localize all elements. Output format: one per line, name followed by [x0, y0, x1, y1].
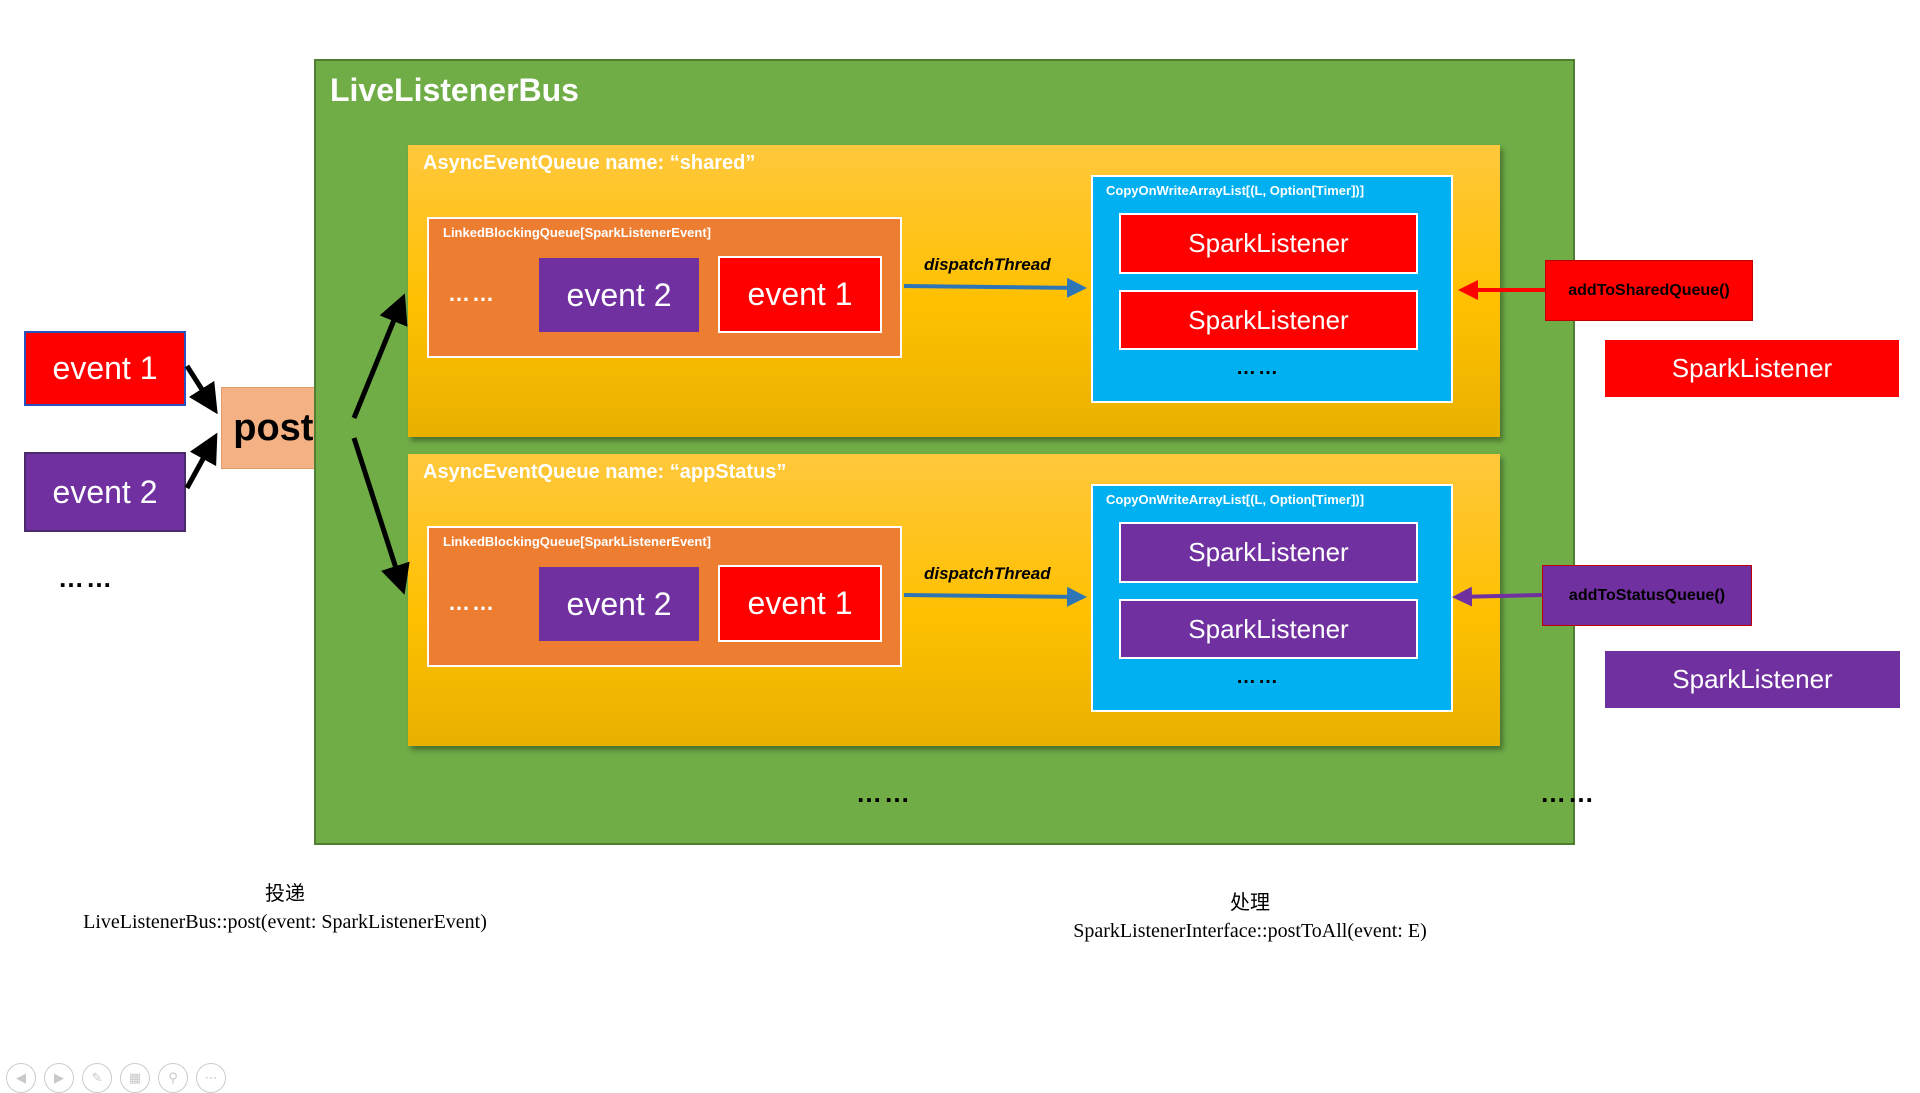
queued-event-2-shared: event 2: [539, 258, 699, 332]
live-listener-bus-title: LiveListenerBus: [330, 72, 579, 108]
copy-on-write-list-appstatus-ellipsis: ……: [1236, 666, 1280, 688]
copy-on-write-list-appstatus-title: CopyOnWriteArrayList[(L, Option[Timer])]: [1106, 492, 1365, 507]
spark-listener-appstatus-1: SparkListener: [1119, 522, 1418, 583]
queued-event-1-shared: event 1: [718, 256, 882, 333]
add-to-status-queue-label: addToStatusQueue(): [1568, 586, 1726, 604]
dispatch-thread-label-appstatus: dispatchThread: [924, 564, 1051, 583]
post-caption: 投递 LiveListenerBus::post(event: SparkLis…: [40, 880, 530, 936]
spark-listener-shared-1-label: SparkListener: [1188, 228, 1349, 258]
spark-listener-shared-1: SparkListener: [1119, 213, 1418, 274]
dispatch-thread-label-shared: dispatchThread: [924, 255, 1051, 274]
more-listeners-ellipsis: ……: [1540, 778, 1596, 808]
slideshow-toolbar: ◀ ▶ ✎ ▦ ⚲ ⋯: [6, 1063, 226, 1093]
more-icon[interactable]: ⋯: [196, 1063, 226, 1093]
queued-event-1-appstatus-label: event 1: [747, 585, 853, 621]
add-to-shared-queue-box: addToSharedQueue(): [1545, 260, 1753, 321]
spark-listener-shared-2: SparkListener: [1119, 290, 1418, 350]
arrow-event1-to-post: [184, 364, 218, 415]
copy-on-write-list-shared-title: CopyOnWriteArrayList[(L, Option[Timer])]: [1106, 183, 1365, 198]
add-to-shared-queue-label: addToSharedQueue(): [1568, 281, 1730, 299]
external-spark-listener-purple-label: SparkListener: [1672, 664, 1833, 694]
incoming-events-ellipsis: ……: [58, 563, 114, 593]
more-queues-ellipsis: ……: [856, 778, 912, 808]
incoming-event-1: event 1: [24, 331, 186, 406]
queued-event-1-appstatus: event 1: [718, 565, 882, 642]
external-spark-listener-purple: SparkListener: [1605, 651, 1900, 708]
linked-blocking-queue-appstatus-ellipsis: ……: [448, 590, 496, 615]
pen-icon[interactable]: ✎: [82, 1063, 112, 1093]
queued-event-1-shared-label: event 1: [747, 276, 853, 312]
next-icon[interactable]: ▶: [44, 1063, 74, 1093]
copy-on-write-list-shared-ellipsis: ……: [1236, 357, 1280, 379]
slides-icon[interactable]: ▦: [120, 1063, 150, 1093]
async-event-queue-shared-title: AsyncEventQueue name: “shared”: [423, 152, 756, 174]
handle-caption-signature: SparkListenerInterface::postToAll(event:…: [1073, 920, 1427, 942]
arrow-event2-to-post: [184, 432, 218, 490]
async-event-queue-appstatus-title: AsyncEventQueue name: “appStatus”: [423, 461, 787, 483]
prev-icon[interactable]: ◀: [6, 1063, 36, 1093]
external-spark-listener-red: SparkListener: [1605, 340, 1899, 397]
incoming-event-2-label: event 2: [52, 473, 158, 510]
external-spark-listener-red-label: SparkListener: [1671, 353, 1833, 383]
incoming-event-1-label: event 1: [52, 350, 158, 386]
queued-event-2-appstatus-label: event 2: [566, 585, 672, 622]
spark-listener-appstatus-1-label: SparkListener: [1188, 537, 1349, 567]
spark-listener-appstatus-2-label: SparkListener: [1188, 613, 1349, 644]
linked-blocking-queue-shared-title: LinkedBlockingQueue[SparkListenerEvent]: [443, 225, 712, 240]
linked-blocking-queue-shared-ellipsis: ……: [448, 281, 496, 306]
handle-caption-zh: 处理: [1230, 892, 1270, 914]
spark-listener-appstatus-2: SparkListener: [1119, 599, 1418, 659]
post-caption-signature: LiveListenerBus::post(event: SparkListen…: [83, 911, 487, 933]
post-caption-zh: 投递: [265, 883, 305, 905]
zoom-icon[interactable]: ⚲: [158, 1063, 188, 1093]
queued-event-2-shared-label: event 2: [566, 276, 672, 313]
linked-blocking-queue-appstatus-title: LinkedBlockingQueue[SparkListenerEvent]: [443, 534, 712, 549]
handle-caption: 处理 SparkListenerInterface::postToAll(eve…: [1010, 889, 1490, 945]
queued-event-2-appstatus: event 2: [539, 567, 699, 641]
spark-listener-shared-2-label: SparkListener: [1188, 304, 1349, 335]
add-to-status-queue-box: addToStatusQueue(): [1542, 565, 1752, 626]
incoming-event-2: event 2: [24, 452, 186, 532]
